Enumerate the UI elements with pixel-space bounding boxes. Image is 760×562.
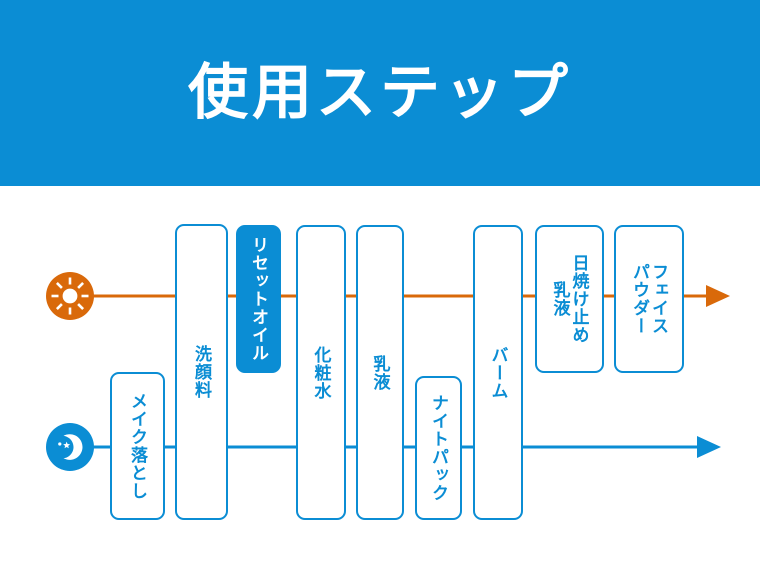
step-label-makeup-remover: メイク落とし: [128, 392, 148, 500]
step-box-emulsion[interactable]: 乳液: [356, 225, 404, 520]
step-label-face-powder: フェイス パウダー: [630, 263, 669, 335]
step-label-emulsion: 乳液: [370, 354, 390, 391]
night-flow-arrowhead: [697, 436, 721, 458]
step-box-reset-oil[interactable]: リセットオイル: [236, 225, 281, 373]
sun-icon: [46, 272, 94, 320]
step-box-night-pack[interactable]: ナイトパック: [415, 376, 462, 520]
moon-icon: [46, 423, 94, 471]
usage-steps-diagram: メイク落とし 洗顔料 リセットオイル 化粧水 乳液 ナイトパック バーム 日焼け…: [0, 186, 760, 562]
header-banner: 使用ステップ: [0, 0, 760, 186]
step-box-sunscreen[interactable]: 日焼け止め 乳液: [535, 225, 604, 373]
step-box-face-powder[interactable]: フェイス パウダー: [614, 225, 684, 373]
step-box-face-wash[interactable]: 洗顔料: [175, 224, 228, 520]
step-label-sunscreen: 日焼け止め 乳液: [550, 254, 589, 344]
day-flow-arrowhead: [706, 285, 730, 307]
step-box-balm[interactable]: バーム: [473, 225, 523, 520]
step-label-night-pack: ナイトパック: [429, 394, 449, 502]
step-box-toner[interactable]: 化粧水: [296, 225, 346, 520]
step-label-balm: バーム: [488, 345, 508, 400]
page-title: 使用ステップ: [188, 59, 572, 126]
step-box-makeup-remover[interactable]: メイク落とし: [110, 372, 165, 520]
step-label-toner: 化粧水: [311, 345, 331, 400]
step-label-face-wash: 洗顔料: [192, 345, 212, 399]
step-label-reset-oil: リセットオイル: [249, 236, 269, 362]
